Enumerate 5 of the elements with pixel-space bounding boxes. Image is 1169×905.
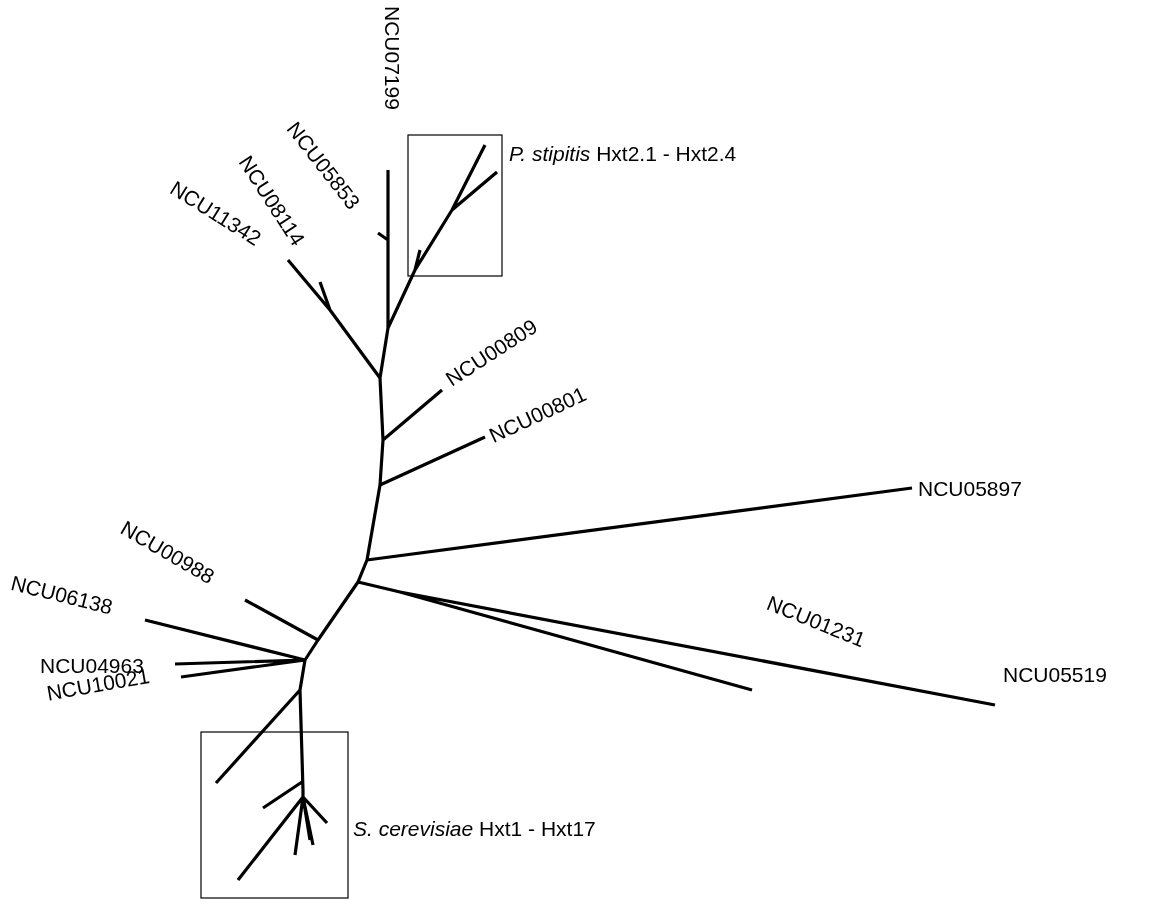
gene-label: NCU07199 bbox=[381, 6, 403, 110]
gene-label: NCU05897 bbox=[918, 478, 1022, 500]
clade-label: P. stipitis Hxt2.1 - Hxt2.4 bbox=[509, 143, 737, 165]
clade-label: S. cerevisiae Hxt1 - Hxt17 bbox=[353, 818, 596, 840]
gene-label: NCU05519 bbox=[1003, 664, 1107, 686]
